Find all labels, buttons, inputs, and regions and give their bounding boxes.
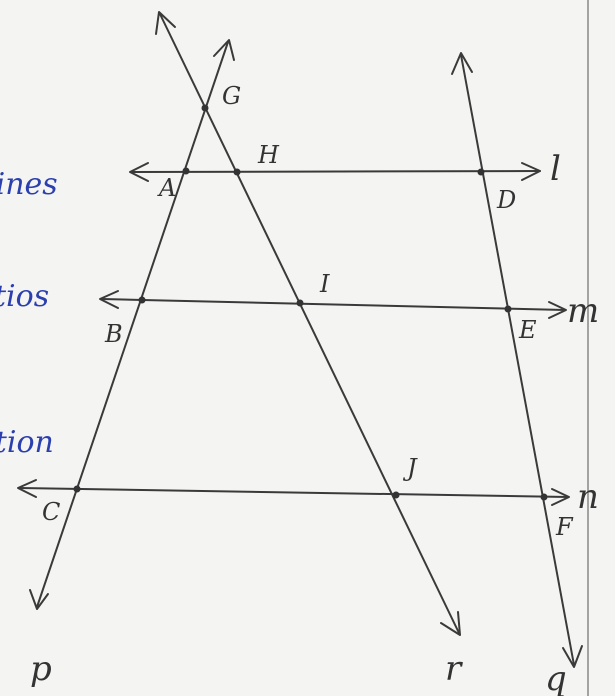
margin-text-ction: ction bbox=[0, 425, 54, 460]
point-f-dot bbox=[540, 493, 548, 501]
point-c-dot bbox=[73, 485, 81, 493]
margin-text-tios: tios bbox=[0, 279, 49, 314]
label-line-n: n bbox=[577, 477, 599, 517]
label-transversal-q: q bbox=[545, 659, 567, 696]
label-point-i: I bbox=[319, 270, 330, 298]
point-i-dot bbox=[296, 299, 304, 307]
point-e-dot bbox=[504, 305, 512, 313]
label-point-f: F bbox=[555, 513, 574, 541]
point-d-dot bbox=[477, 168, 485, 176]
point-j-dot bbox=[392, 491, 400, 499]
label-transversal-p: p bbox=[30, 649, 52, 689]
label-point-c: C bbox=[42, 498, 60, 526]
label-point-e: E bbox=[518, 316, 537, 344]
margin-text-lines: lines bbox=[0, 167, 58, 202]
point-h-dot bbox=[233, 168, 241, 176]
label-line-m: m bbox=[567, 291, 599, 331]
label-line-l: l bbox=[550, 149, 561, 189]
line-m bbox=[99, 290, 567, 319]
label-point-d: D bbox=[496, 186, 516, 214]
intersection-dots bbox=[73, 104, 548, 501]
label-point-a: A bbox=[157, 174, 176, 202]
label-point-j: J bbox=[402, 454, 418, 482]
point-b-dot bbox=[138, 296, 146, 304]
label-point-h: H bbox=[257, 141, 280, 169]
line-n bbox=[17, 479, 570, 506]
point-g-dot bbox=[201, 104, 209, 112]
transversal-r bbox=[155, 11, 461, 636]
transversal-q bbox=[451, 52, 583, 668]
label-transversal-r: r bbox=[445, 649, 463, 689]
point-a-dot bbox=[182, 167, 190, 175]
label-point-g: G bbox=[222, 82, 241, 110]
transversal-p bbox=[29, 39, 235, 610]
label-point-b: B bbox=[104, 320, 123, 348]
line-l bbox=[129, 162, 541, 182]
